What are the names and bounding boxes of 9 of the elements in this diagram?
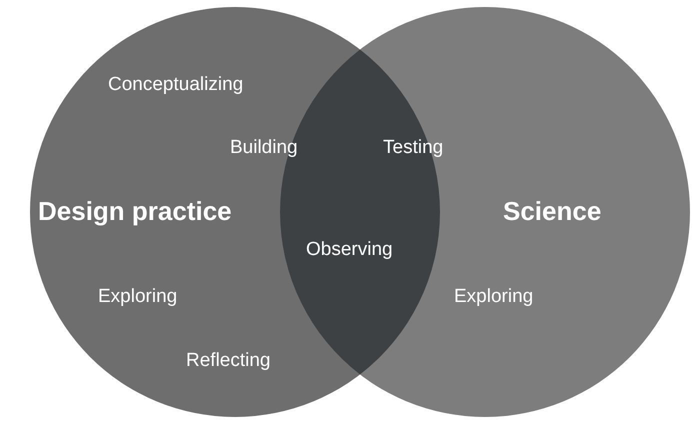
activity-label: Exploring	[98, 286, 178, 308]
activity-label: Exploring	[454, 286, 534, 308]
activity-label: Testing	[383, 137, 444, 159]
circle-title: Design practice	[38, 196, 232, 227]
activity-label: Building	[230, 137, 298, 159]
activity-label: Conceptualizing	[108, 74, 244, 96]
activity-label: Reflecting	[186, 350, 270, 372]
circle-title: Science	[503, 196, 602, 227]
activity-label: Observing	[306, 239, 393, 261]
